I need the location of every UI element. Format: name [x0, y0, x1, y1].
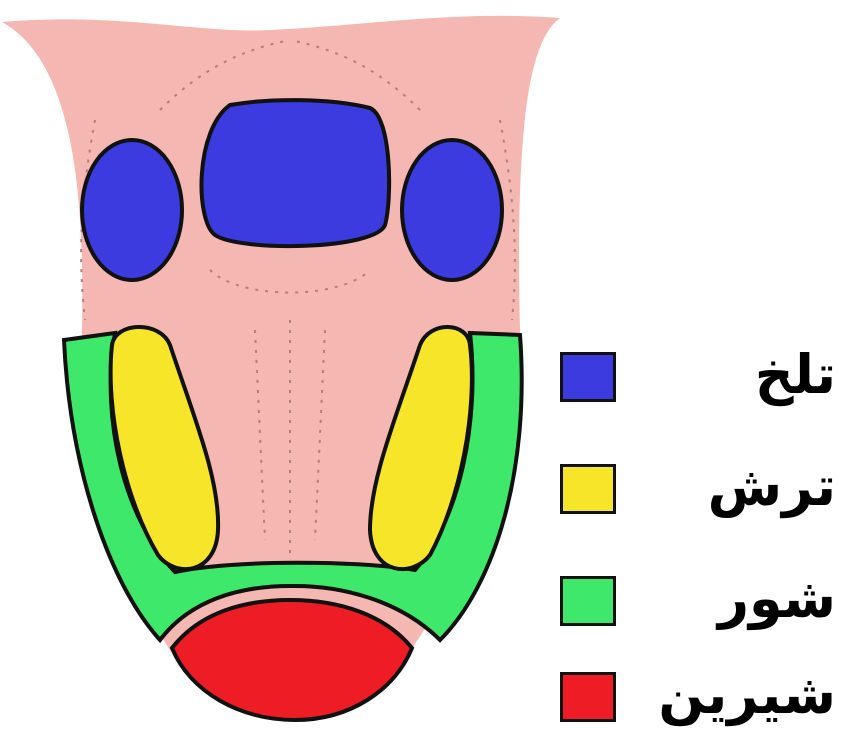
legend-label-sour: ترش — [626, 452, 836, 522]
legend-swatch-sweet — [560, 672, 616, 722]
legend-swatch-bitter — [560, 352, 616, 402]
legend-item-sour: ترش — [560, 452, 835, 522]
legend-label-bitter: تلخ — [626, 340, 836, 410]
legend-label-salty: شور — [626, 564, 836, 634]
bitter-region-center — [201, 100, 389, 246]
legend-item-sweet: شیرین — [560, 660, 835, 730]
bitter-region-right — [402, 140, 502, 280]
legend-swatch-sour — [560, 464, 616, 514]
legend-item-salty: شور — [560, 564, 835, 634]
legend-swatch-salty — [560, 576, 616, 626]
legend-item-bitter: تلخ — [560, 340, 835, 410]
bitter-region-left — [82, 140, 182, 280]
sweet-region — [172, 600, 412, 720]
legend-label-sweet: شیرین — [626, 660, 836, 730]
